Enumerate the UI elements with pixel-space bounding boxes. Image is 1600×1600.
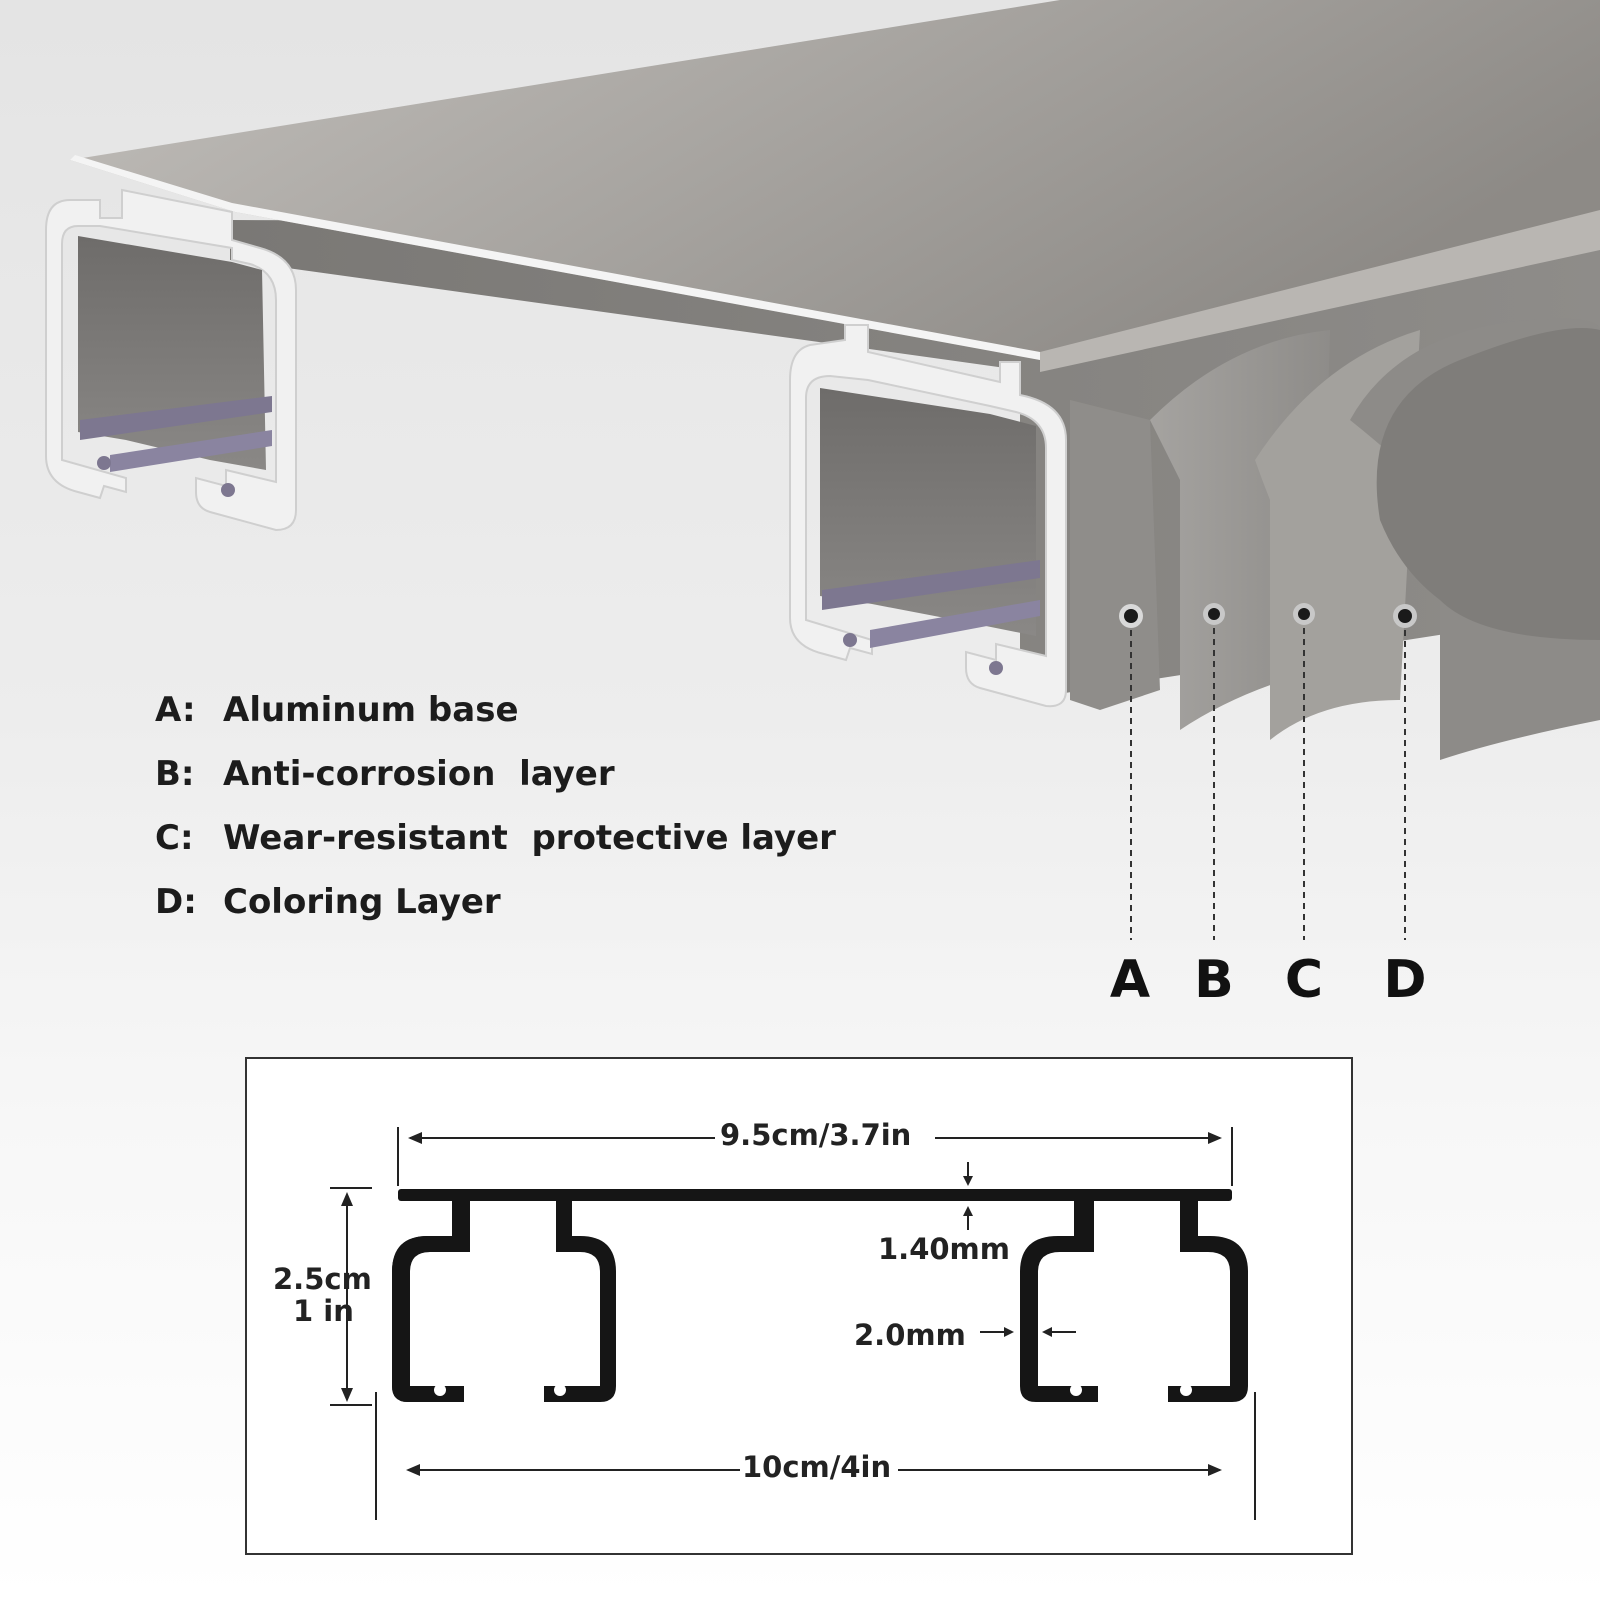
dim-wall-thickness: 2.0mm [854, 1318, 966, 1352]
right-channel-profile [789, 324, 1067, 708]
legend-row-c: C: Wear-resistant protective layer [155, 818, 836, 882]
left-glider-track-1 [80, 396, 272, 440]
profile-left-channel [392, 1200, 616, 1402]
dim-top-width: 9.5cm/3.7in [720, 1118, 912, 1152]
aluminum-base-block [1070, 400, 1160, 710]
right-glider-hole-1 [843, 633, 857, 647]
profile-right-hole-1 [1070, 1384, 1082, 1396]
layer-letter-c: C [1284, 950, 1324, 1010]
layer-letter-d: D [1383, 950, 1427, 1010]
left-glider-hole-2 [221, 483, 235, 497]
legend-key: B: [155, 754, 195, 794]
legend-label: Wear-resistant protective layer [223, 818, 836, 858]
legend-label: Anti-corrosion layer [223, 754, 615, 794]
right-glider-track-1 [822, 560, 1040, 610]
legend-key: A: [155, 690, 196, 730]
right-glider-hole-2 [989, 661, 1003, 675]
dim-top-thickness: 1.40mm [878, 1232, 1010, 1266]
profile-top-plate [398, 1189, 1232, 1201]
rail-top-face [70, 0, 1600, 360]
right-glider-track-2 [870, 600, 1040, 648]
legend-label: Coloring Layer [223, 882, 501, 922]
dim-height-in: 1 in [293, 1294, 354, 1328]
legend-key: C: [155, 818, 194, 858]
rail-top-edge [70, 155, 1040, 360]
dimension-lines [330, 1127, 1256, 1520]
legend-row-d: D: Coloring Layer [155, 882, 501, 946]
layer-letter-b: B [1194, 950, 1234, 1010]
layer-d-roll [1376, 328, 1600, 640]
profile-left-hole-1 [434, 1384, 446, 1396]
layer-markers [1119, 603, 1417, 940]
legend-label: Aluminum base [223, 690, 519, 730]
layer-letter-a: A [1109, 950, 1151, 1010]
legend-row-a: A: Aluminum base [155, 690, 519, 754]
profile-right-hole-2 [1180, 1384, 1192, 1396]
left-glider-hole-1 [97, 456, 111, 470]
dim-bottom-width: 10cm/4in [742, 1450, 892, 1484]
dim-height-cm: 2.5cm [273, 1262, 372, 1296]
left-glider-track-2 [110, 430, 272, 472]
profile-drawing [392, 1189, 1248, 1402]
legend-key: D: [155, 882, 197, 922]
rail-side-strip [1040, 210, 1600, 372]
legend-row-b: B: Anti-corrosion layer [155, 754, 615, 818]
profile-right-channel [1020, 1200, 1098, 1402]
layer-legend: A: Aluminum base B: Anti-corrosion layer… [155, 690, 836, 946]
profile-left-hole-2 [554, 1384, 566, 1396]
left-channel-profile [45, 188, 297, 532]
